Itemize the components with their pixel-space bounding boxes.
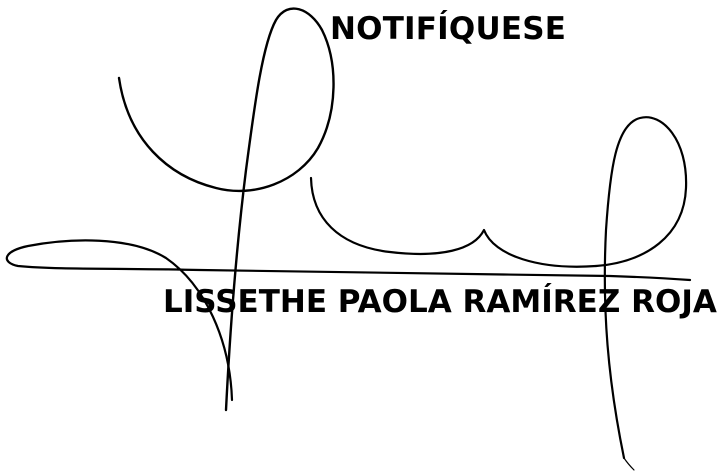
signature-stroke-main	[117, 7, 335, 412]
signature-stroke-cup	[309, 176, 598, 268]
signer-name: LISSETHE PAOLA RAMÍREZ ROJAS	[163, 284, 719, 320]
signature-stroke-tail	[623, 457, 635, 471]
signature-stroke-left-loop	[5, 239, 692, 402]
notification-heading: NOTIFÍQUESE	[330, 11, 567, 47]
